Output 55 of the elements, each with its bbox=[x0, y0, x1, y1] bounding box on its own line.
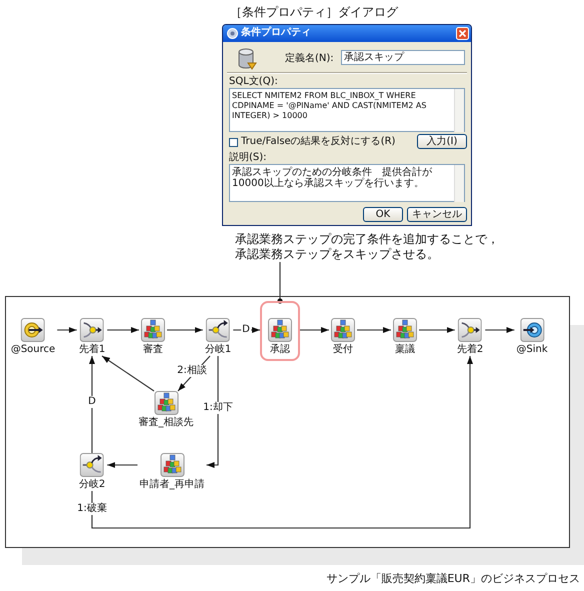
arrow bbox=[167, 327, 203, 333]
arrow bbox=[485, 327, 514, 333]
arrow bbox=[57, 327, 77, 333]
arrow bbox=[206, 356, 219, 468]
window-title: 条件プロパティ bbox=[241, 27, 311, 39]
annotation-text: 承認業務ステップの完了条件を追加することで，承認業務ステップをスキップさせる。 bbox=[235, 232, 507, 262]
step-label: 分岐2 bbox=[78, 479, 106, 491]
arrow bbox=[107, 462, 138, 468]
description-textarea: 承認スキップのための分岐条件 提供合計が10000以上なら承認スキップを行います。 bbox=[229, 164, 465, 202]
step-label: @Source bbox=[10, 344, 56, 356]
leader-line bbox=[277, 262, 283, 304]
arrow bbox=[357, 327, 391, 333]
arrow bbox=[107, 327, 139, 333]
step-label: @Sink bbox=[516, 344, 548, 356]
field-label: 説明(S): bbox=[229, 152, 267, 164]
process-step bbox=[138, 453, 206, 491]
step-label: 審査_相談先 bbox=[138, 417, 194, 429]
process-step bbox=[76, 453, 108, 491]
input-button: 入力(I) bbox=[417, 134, 467, 149]
step-label: 分岐1 bbox=[204, 344, 232, 356]
arrow bbox=[91, 356, 473, 529]
process-step bbox=[136, 391, 196, 429]
sql-textarea: SELECT NMITEM2 FROM BLC_INBOX_T WHERE CDPINAME = '@PIName' AND CAST(NMITEM2 AS INTEGER) > 10000 bbox=[229, 88, 465, 132]
ok-button: OK bbox=[363, 207, 403, 222]
step-label: 申請者_再申請 bbox=[140, 479, 204, 491]
process-step bbox=[8, 318, 58, 356]
process-step bbox=[76, 318, 108, 356]
arrow bbox=[300, 327, 329, 333]
step-label: 審査 bbox=[143, 344, 163, 356]
step-label: 先着1 bbox=[78, 344, 106, 356]
arrow bbox=[419, 327, 455, 333]
highlighted-step bbox=[260, 301, 300, 361]
edge-label: 2:相談 bbox=[176, 365, 208, 377]
caption: サンプル「販売契約稟議EUR」のビジネスプロセス bbox=[326, 571, 580, 586]
step-label: 受付 bbox=[333, 344, 353, 356]
process-step bbox=[391, 318, 419, 356]
step-label: 稟議 bbox=[395, 344, 415, 356]
process-step bbox=[202, 318, 234, 356]
process-step bbox=[514, 318, 550, 356]
step-label: 先着2 bbox=[456, 344, 484, 356]
field-label: 定義名(N): bbox=[285, 53, 334, 65]
process-step bbox=[454, 318, 486, 356]
dialog-heading: ［条件プロパティ］ダイアログ bbox=[230, 4, 398, 21]
arrow bbox=[89, 356, 95, 453]
edge-label: D bbox=[87, 396, 97, 408]
step-label: 承認 bbox=[270, 344, 290, 356]
field-label: SQL文(Q): bbox=[229, 76, 278, 88]
checkbox-label: True/Falseの結果を反対にする(R) bbox=[241, 136, 396, 148]
text-input: 承認スキップ bbox=[341, 50, 465, 65]
arrow bbox=[102, 356, 154, 392]
edge-label: 1:却下 bbox=[202, 402, 234, 414]
process-step bbox=[139, 318, 167, 356]
cancel-button: キャンセル bbox=[407, 207, 467, 222]
process-step bbox=[329, 318, 357, 356]
edge-label: 1:破棄 bbox=[76, 503, 108, 515]
